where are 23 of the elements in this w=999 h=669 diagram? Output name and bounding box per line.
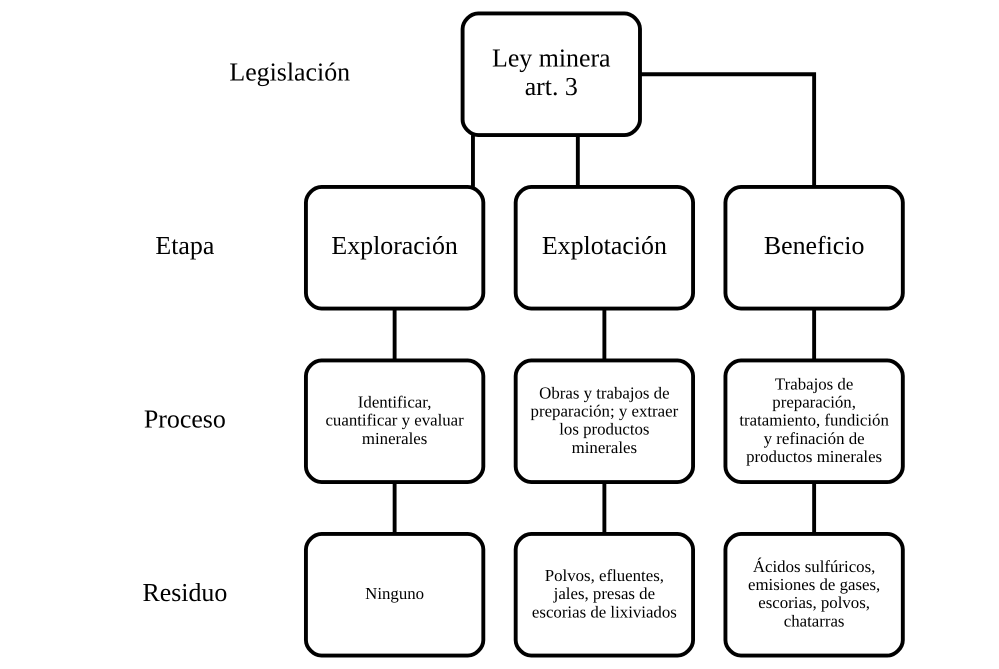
connector xyxy=(392,482,397,534)
node-box: Polvos, efluentes, jales, presas de escorias de lixiviados xyxy=(514,532,696,658)
node-box: Ninguno xyxy=(304,532,486,658)
label: Proceso xyxy=(144,404,226,434)
connector xyxy=(640,72,816,187)
connector xyxy=(576,135,580,187)
connector xyxy=(602,482,606,534)
label: Legislación xyxy=(229,58,350,87)
label: Residuo xyxy=(142,578,228,608)
connector xyxy=(812,308,816,360)
node-box: Ácidos sulfúricos, emisiones de gases, escorias, polvos, chatarras xyxy=(724,532,905,658)
node-box: Trabajos de preparación, tratamiento, fundición y refinación de productos minerales xyxy=(724,358,905,484)
label: Etapa xyxy=(155,231,214,260)
node-box: Beneficio xyxy=(724,184,905,311)
connector xyxy=(392,308,397,360)
node-box: Explotación xyxy=(514,184,696,311)
connector xyxy=(812,482,816,534)
node-box: Obras y trabajos de preparación; y extraer los productos minerales xyxy=(514,358,696,484)
node-box: Exploración xyxy=(304,184,486,311)
connector xyxy=(602,308,606,360)
node-box: Identificar, cuantificar y evaluar minerales xyxy=(304,358,486,484)
node-box: Ley minera art. 3 xyxy=(460,11,642,138)
connector xyxy=(471,135,475,187)
